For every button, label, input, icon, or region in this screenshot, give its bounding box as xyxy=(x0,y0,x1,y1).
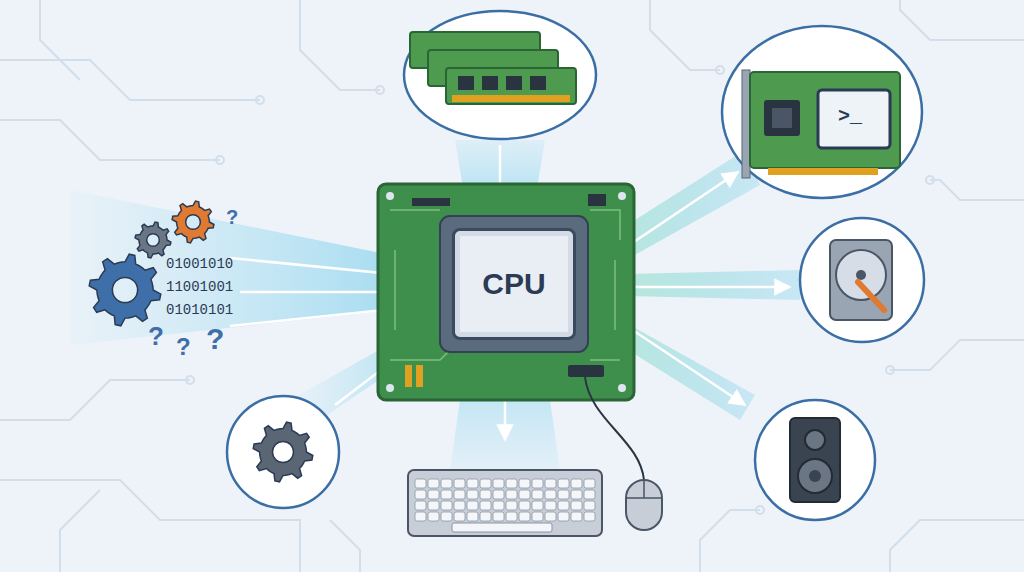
binary-text: 11001001 xyxy=(166,280,233,295)
terminal-prompt: >_ xyxy=(838,106,862,128)
gear-symbol xyxy=(172,201,214,243)
motherboard xyxy=(378,184,634,400)
question-mark: ? xyxy=(226,206,238,228)
gear-symbol xyxy=(135,222,171,258)
chip-label: CPU xyxy=(482,267,545,301)
cpu-chip: CPU xyxy=(452,228,576,340)
binary-text: 01010101 xyxy=(166,303,233,318)
speaker-icon xyxy=(755,400,875,520)
gear-symbol xyxy=(253,422,313,482)
question-mark: ? xyxy=(148,322,164,351)
gear-symbol xyxy=(89,254,161,326)
data-streams xyxy=(70,140,800,470)
ram-icon xyxy=(404,11,596,139)
question-mark: ? xyxy=(176,334,191,360)
binary-text: 01001010 xyxy=(166,257,233,272)
question-mark: ? xyxy=(206,322,224,355)
gpu-icon xyxy=(722,26,922,198)
settings-icon xyxy=(227,396,339,508)
keyboard-mouse xyxy=(408,377,662,536)
flow-arrows xyxy=(230,145,790,440)
hard-drive-icon xyxy=(800,218,924,342)
